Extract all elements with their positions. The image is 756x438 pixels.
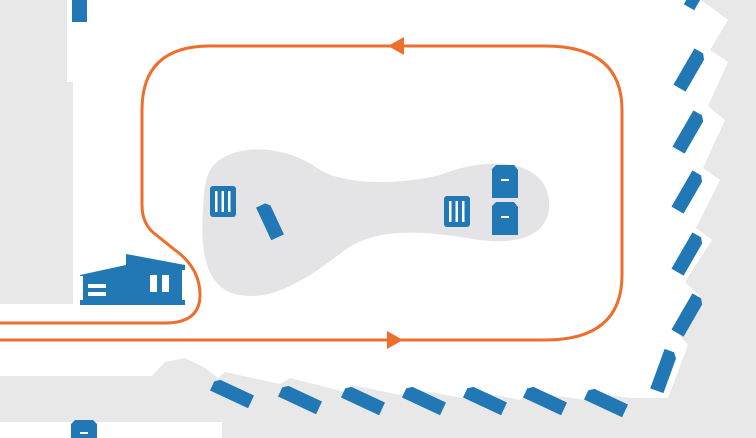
vehicle-icon (671, 170, 703, 214)
vehicle-icon (341, 386, 385, 416)
container-icon (71, 420, 97, 438)
vehicle-icon (256, 203, 284, 241)
vehicle-icon (683, 0, 702, 11)
crate-icon (444, 196, 470, 227)
route-arrow-icon (387, 331, 403, 349)
ground-bottom-left-white (0, 422, 222, 438)
parking-vehicles-right (650, 48, 705, 394)
vehicle-icon (650, 348, 677, 394)
container-icon (492, 165, 518, 198)
central-island (202, 149, 550, 296)
crate-icon (210, 186, 236, 217)
vehicle-icon (671, 293, 703, 337)
vehicle-icon (278, 385, 322, 415)
parking-vehicles-bottom (210, 379, 628, 418)
ground-left (0, 0, 73, 304)
container-icon (492, 202, 518, 235)
vehicle-icon (402, 386, 446, 416)
building-icon (80, 254, 185, 305)
vehicle-icon (523, 386, 567, 416)
vehicle-icon (463, 386, 507, 416)
vehicle-icon (584, 388, 628, 418)
marker-top (72, 0, 87, 22)
vehicle-icon (210, 379, 254, 409)
vehicle-icon (673, 48, 705, 92)
route-arrow-icon (388, 37, 404, 55)
vehicle-icon (672, 110, 704, 154)
vehicle-icon (671, 232, 703, 276)
route-path (0, 44, 624, 342)
